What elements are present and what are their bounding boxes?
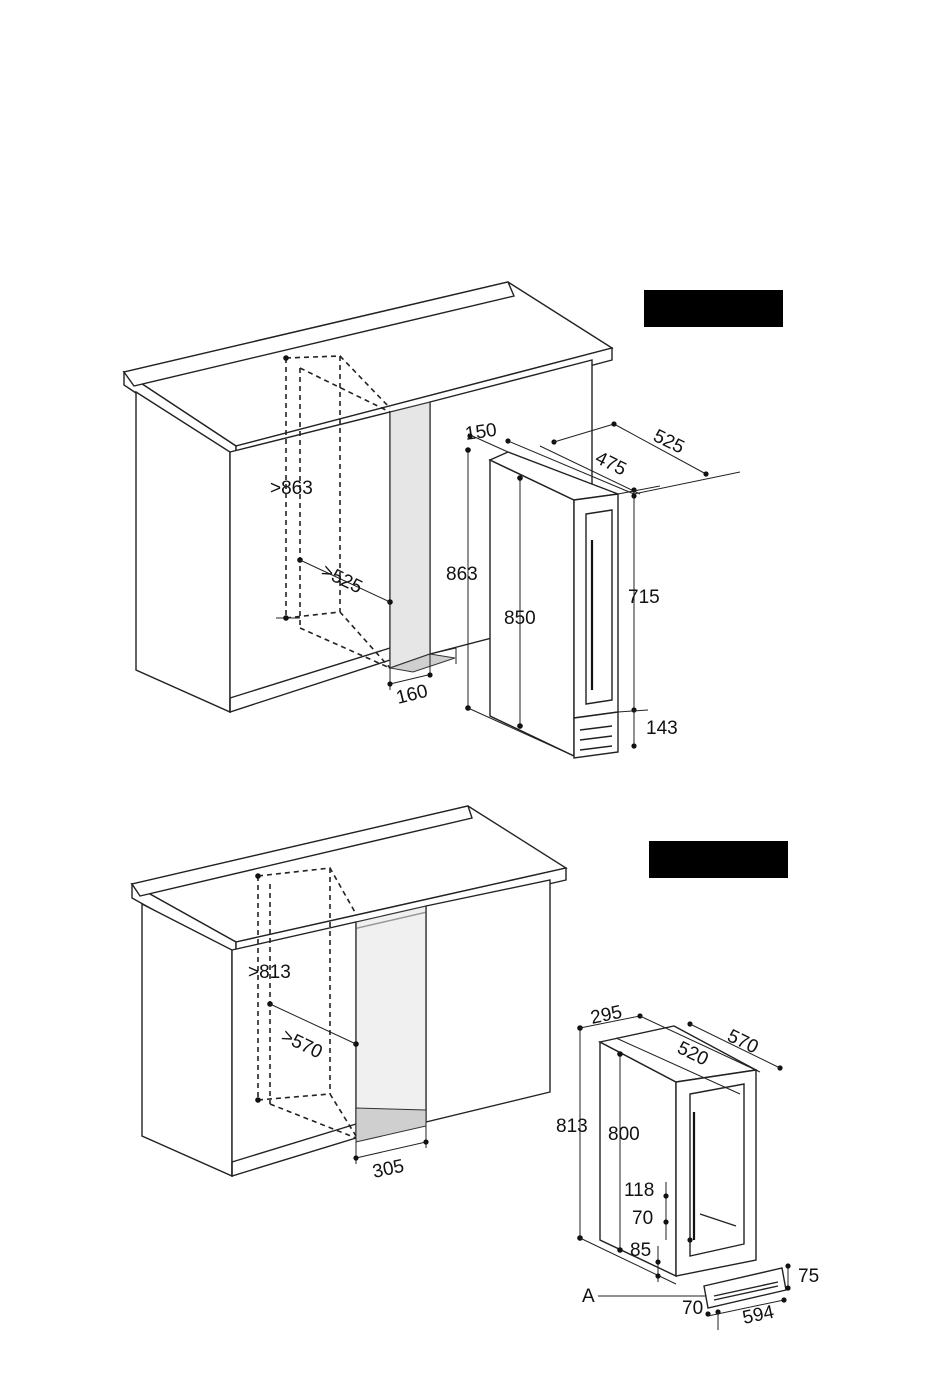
bottom-hinge-offset-upper-label: 118 (624, 1180, 654, 1201)
top-appliance-height-body-label: 850 (504, 608, 536, 629)
bottom-cabinet (132, 806, 566, 1176)
bottom-niche-width-label: 305 (371, 1156, 406, 1183)
bottom-plinth-offset-label: 70 (682, 1298, 703, 1319)
bottom-foot-height-label: 85 (630, 1240, 651, 1261)
bottom-niche-height-label: >813 (248, 962, 291, 983)
top-appliance-height-total-label: 863 (446, 564, 478, 585)
top-plinth-height-label: 143 (646, 718, 678, 739)
top-niche-width-label: 160 (394, 681, 430, 709)
top-niche-height-label: >863 (270, 478, 313, 499)
bottom-niche-floor (356, 1108, 426, 1142)
bottom-appliance-height-body-label: 800 (608, 1124, 640, 1145)
top-niche-shade (390, 402, 430, 668)
top-appliance-plinth (574, 712, 618, 758)
bottom-appliance-depth-total-label: 570 (724, 1026, 762, 1059)
bottom-cabinet-right-front (426, 880, 550, 1122)
top-cabinet-left-front (230, 412, 390, 712)
top-appliance-depth-total-label: 525 (650, 426, 688, 459)
bottom-callout-a-label: A (582, 1286, 595, 1307)
bottom-cabinet-left-side (142, 904, 232, 1176)
bottom-hinge-offset-lower-label: 70 (632, 1208, 653, 1229)
bottom-appliance-glass (690, 1084, 744, 1256)
bottom-appliance-height-total-label: 813 (556, 1116, 588, 1137)
bottom-redacted-block (649, 841, 788, 878)
top-appliance-glass (586, 510, 612, 704)
top-appliance-width-label: 150 (464, 420, 498, 445)
top-appliance (465, 421, 740, 758)
bottom-niche-shade (356, 906, 426, 1138)
top-door-height-label: 715 (628, 587, 660, 608)
bottom-plinth-width-label: 594 (741, 1302, 777, 1329)
top-redacted-block (644, 290, 783, 327)
bottom-plinth-height-label: 75 (798, 1266, 819, 1287)
top-appliance-depth-body-label: 475 (592, 448, 630, 481)
bottom-appliance-width-label: 295 (589, 1002, 624, 1029)
